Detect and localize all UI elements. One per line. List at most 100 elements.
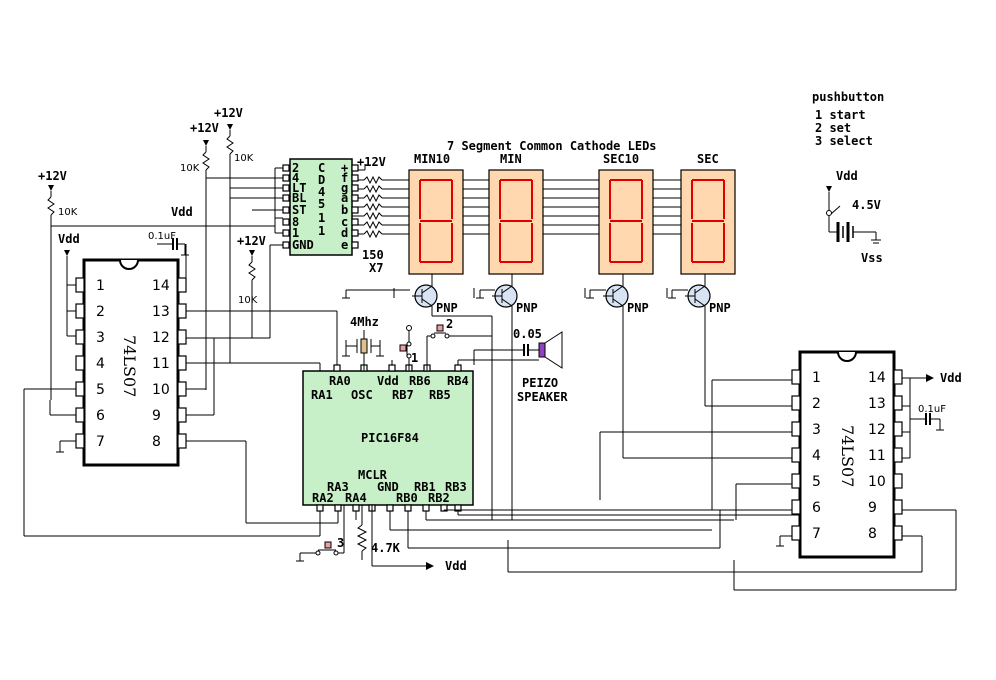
decoder-right-pin: d <box>341 226 348 240</box>
decoder-mid-label: 1 <box>318 211 325 225</box>
resistor-value: 150 <box>362 248 384 262</box>
left-ic-left-pin: 4 <box>96 356 105 372</box>
mcu-pin-rb1: RB1 <box>414 480 436 494</box>
decoder-body <box>289 158 353 256</box>
decoder-left-pin: 1 <box>292 226 299 240</box>
pushbutton-1-start: 1 <box>399 325 418 371</box>
crystal-oscillator: 4Mhz <box>342 315 384 371</box>
right-ic-right-pin: 12 <box>868 422 886 438</box>
display-title: 7 Segment Common Cathode LEDs <box>447 139 657 153</box>
left-ic-left-pin: 2 <box>96 304 105 320</box>
left-ic-capacitor: 0.1uF <box>148 231 189 256</box>
mcu-pin-ra4: RA4 <box>345 491 367 505</box>
right-ic-left-pin: 6 <box>812 500 821 516</box>
supply-12v-label: +12V <box>237 234 266 248</box>
battery-voltage: 4.5V <box>852 198 881 212</box>
mcu-pin-rb4: RB4 <box>447 374 469 388</box>
digit-label-min: MIN <box>500 152 522 166</box>
decoder-mid-label: D <box>318 173 325 187</box>
right-ic-left-pin: 2 <box>812 396 821 412</box>
mcu-pin-vdd: Vdd <box>377 374 399 388</box>
right-ic-name: 74LS07 <box>838 425 857 487</box>
mcu-pin-ra2: RA2 <box>312 491 334 505</box>
digit-label-sec10: SEC10 <box>603 152 639 166</box>
pnp-label: PNP <box>436 301 458 315</box>
left-cap-label: 0.1uF <box>148 231 176 242</box>
resistor-10k-label: 10K <box>180 163 200 174</box>
right-ic-left-pin: 5 <box>812 474 821 490</box>
right-cap-label: 0.1uF <box>918 404 946 415</box>
resistor-10k-label: 10K <box>238 295 258 306</box>
wiring <box>23 167 957 591</box>
right-ic-right-pin: 14 <box>868 370 886 386</box>
decoder-left-pin: ST <box>292 203 306 217</box>
right-ic-right-pin: 13 <box>868 396 886 412</box>
right-ic-right-pin: 9 <box>868 500 877 516</box>
mclr-vdd-label: Vdd <box>445 559 467 573</box>
decoder-right-pin: e <box>341 238 348 252</box>
left-ic-left-pin: 6 <box>96 408 105 424</box>
piezo-speaker: 0.05 PEIZO SPEAKER <box>458 327 568 404</box>
left-vdd-label: Vdd <box>58 232 80 246</box>
mcu-pin-ra3: RA3 <box>327 480 349 494</box>
digit-label-sec: SEC <box>697 152 719 166</box>
decoder-right-pin: b <box>341 203 348 217</box>
mcu-pin-rb2: RB2 <box>428 491 450 505</box>
left-ic-left-pin: 7 <box>96 434 105 450</box>
resistor-count: X7 <box>369 261 383 275</box>
decoder-mid-label: 1 <box>318 224 325 238</box>
legend-item-set: 2 set <box>815 121 851 135</box>
right-ic-left-pin: 3 <box>812 422 821 438</box>
right-ic-right-pin: 10 <box>868 474 886 490</box>
right-ic-capacitor: 0.1uF Vdd <box>910 371 962 431</box>
decoder-mid-label: C <box>318 161 325 175</box>
supply-12v-label: +12V <box>190 121 219 135</box>
mcu-pin-mclr: MCLR <box>358 468 388 482</box>
decoder-right-pin: g <box>341 181 348 195</box>
decoder-right-pin: a <box>341 191 348 205</box>
mcu-pin-rb3: RB3 <box>445 480 467 494</box>
legend-item-start: 1 start <box>815 108 866 122</box>
supply-12v-label: +12V <box>38 169 67 183</box>
supply-12v-label: +12V <box>214 106 243 120</box>
mcu-pin-rb5: RB5 <box>429 388 451 402</box>
mcu-pin-osc: OSC <box>351 388 373 402</box>
right-ic-left-pin: 1 <box>812 370 821 386</box>
decoder-left-pin: 4 <box>292 171 299 185</box>
legend-title: pushbutton <box>812 90 884 104</box>
mcu-pin-rb7: RB7 <box>392 388 414 402</box>
right-ic-left-pin: 7 <box>812 526 821 542</box>
left-ic-right-pin: 10 <box>152 382 170 398</box>
decoder-left-pin: 2 <box>292 161 299 175</box>
decoder-left-pin: GND <box>292 238 314 252</box>
decoder-mid-label: 4 <box>318 185 325 199</box>
decoder-left-pin: 8 <box>292 215 299 229</box>
left-ic-right-pin: 8 <box>152 434 161 450</box>
battery-supply: Vdd 4.5V Vss <box>826 169 883 265</box>
mcu-pin-ra0: RA0 <box>329 374 351 388</box>
battery-vss-label: Vss <box>861 251 883 265</box>
decoder-left-pin: LT <box>292 181 306 195</box>
mcu-name: PIC16F84 <box>361 431 419 445</box>
mclr-resistor: 4.7K Vdd <box>356 505 467 573</box>
top-vdd-label: Vdd <box>171 205 193 219</box>
mcu-body <box>302 370 474 506</box>
mcu-pin-gnd: GND <box>377 480 399 494</box>
left-ic-right-pin: 12 <box>152 330 170 346</box>
decoder-supply: +12V <box>357 155 386 169</box>
decoder-mid-label: 5 <box>318 197 325 211</box>
mcu-pin-rb6: RB6 <box>409 374 431 388</box>
left-ic-left-pin: 5 <box>96 382 105 398</box>
right-ic-right-pin: 8 <box>868 526 877 542</box>
decoder-right-pin: c <box>341 215 348 229</box>
pushbutton-3-select: 3 <box>296 505 345 562</box>
left-ic-right-pin: 13 <box>152 304 170 320</box>
speaker-label-line2: SPEAKER <box>517 390 568 404</box>
button-2-label: 2 <box>446 317 453 331</box>
mcu-pin-ra1: RA1 <box>311 388 333 402</box>
right-ic-vdd: Vdd <box>940 371 962 385</box>
